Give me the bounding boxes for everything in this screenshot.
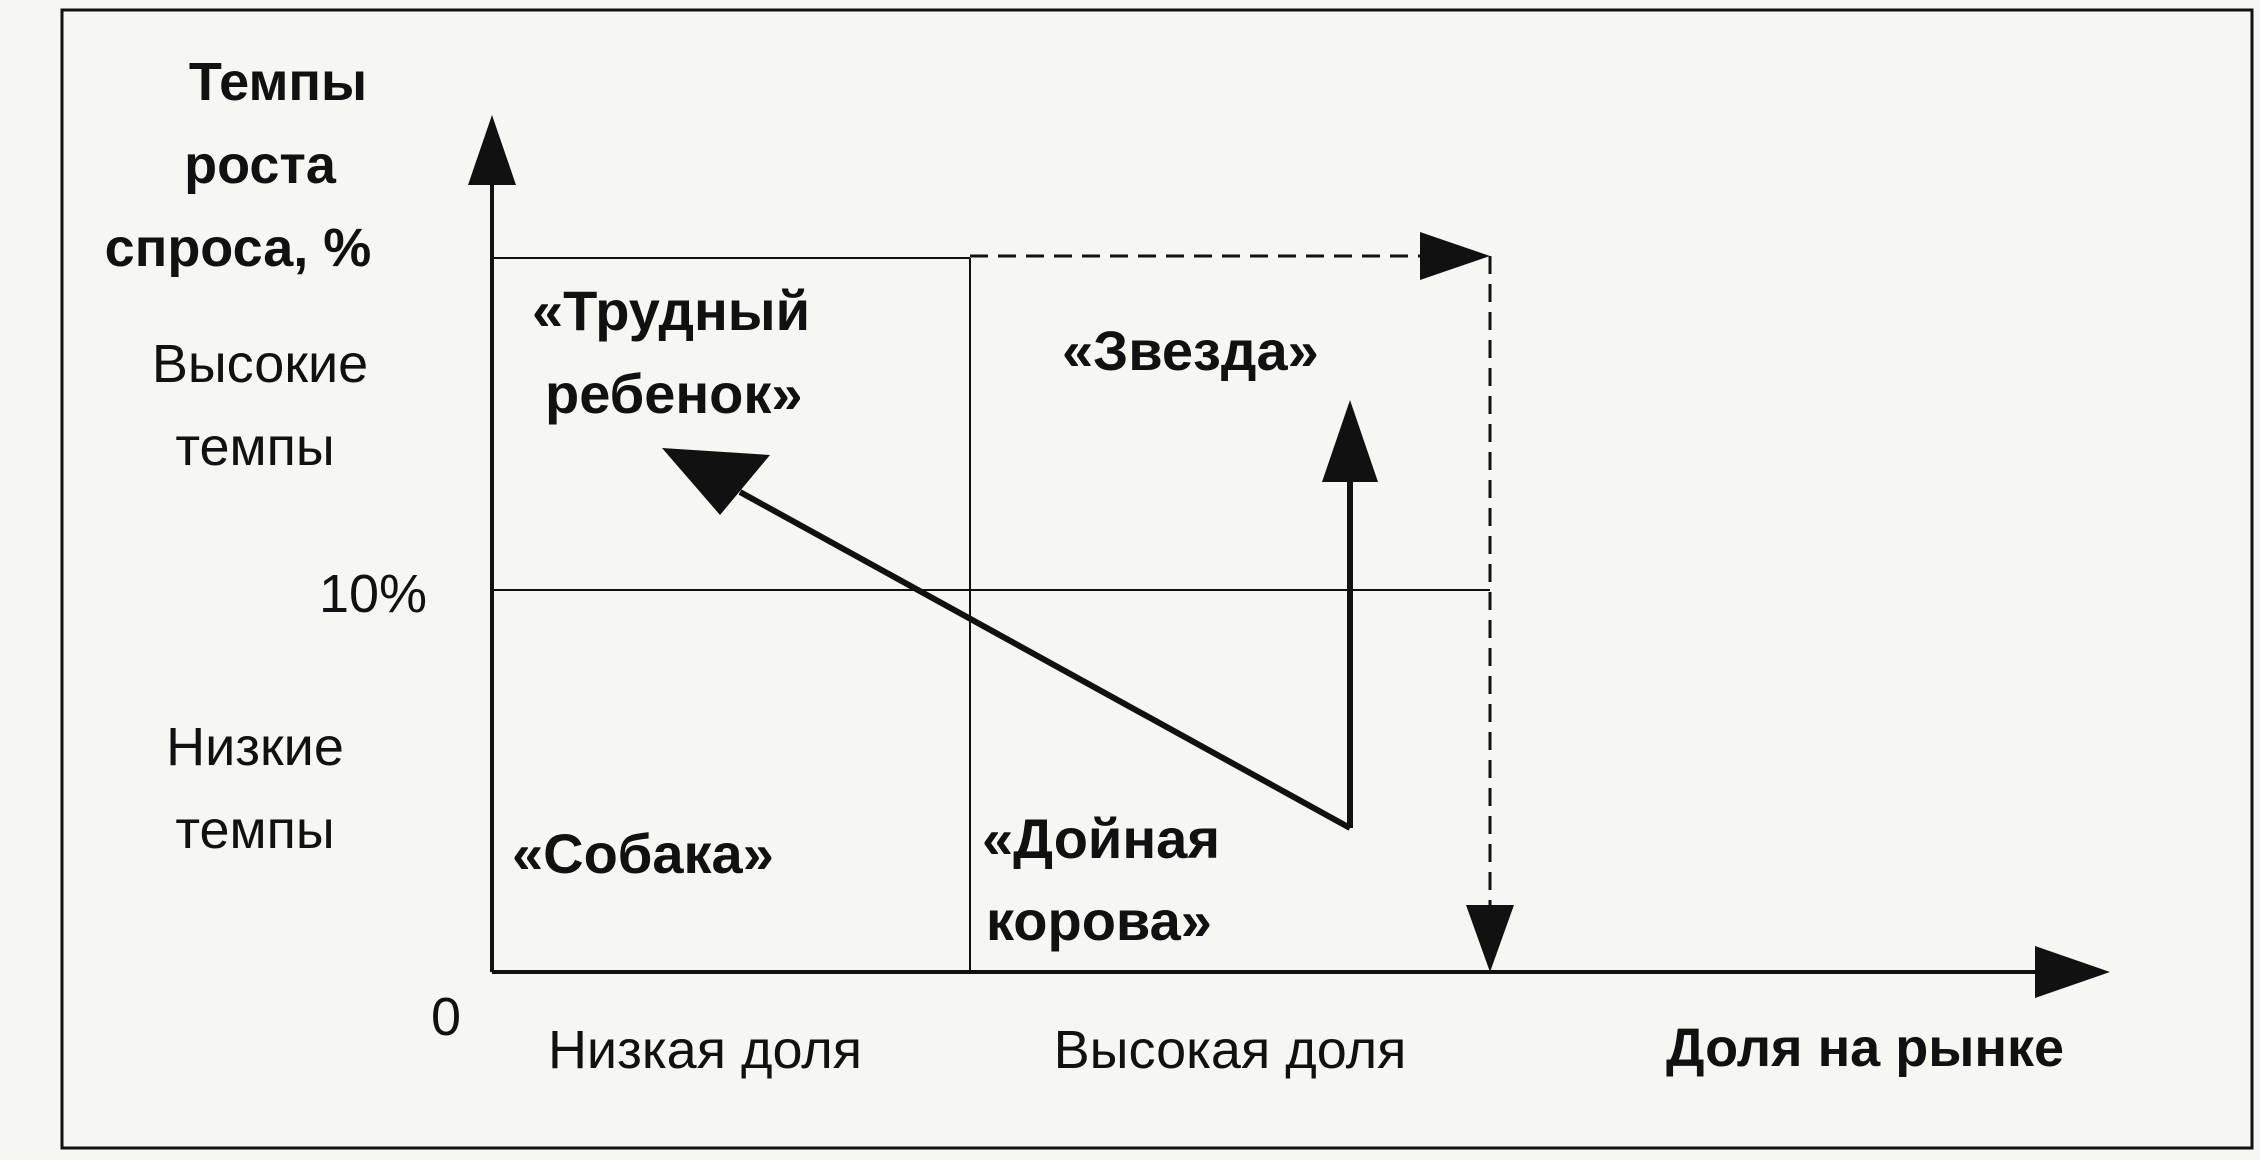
y-axis-title-line-2: роста [184,135,337,195]
y-high-label-line-2: темпы [175,417,334,477]
y-axis-title-line-1: Темпы [189,52,367,112]
y-low-label-line-2: темпы [175,800,334,860]
cash-cow-label-line-1: «Дойная [982,807,1220,870]
x-axis-title: Доля на рынке [1666,1018,2064,1078]
y-high-label-line-1: Высокие [152,334,368,394]
arrow-cashcow-to-question [738,489,1352,831]
y-low-label-line-1: Низкие [166,717,344,777]
dashed-top-arrowhead [1420,232,1490,280]
question-mark-label-line-2: ребенок» [545,362,803,425]
y-axis-title-line-3: спроса, % [105,218,372,278]
x-axis-arrowhead [2035,946,2110,998]
arrow-question-head [662,448,770,515]
star-label: «Звезда» [1062,319,1319,382]
y-axis-arrowhead [468,115,516,185]
y-threshold-label: 10% [319,564,427,624]
question-mark-label-line-1: «Трудный [532,279,810,342]
cash-cow-label-line-2: корова» [986,889,1212,952]
outer-frame [60,8,2254,1150]
arrow-star-head [1322,400,1378,482]
origin-label: 0 [431,987,461,1047]
x-low-label: Низкая доля [548,1020,862,1080]
dog-label: «Собака» [512,822,774,885]
dashed-right-arrowhead [1466,905,1514,972]
x-high-label: Высокая доля [1054,1020,1407,1080]
